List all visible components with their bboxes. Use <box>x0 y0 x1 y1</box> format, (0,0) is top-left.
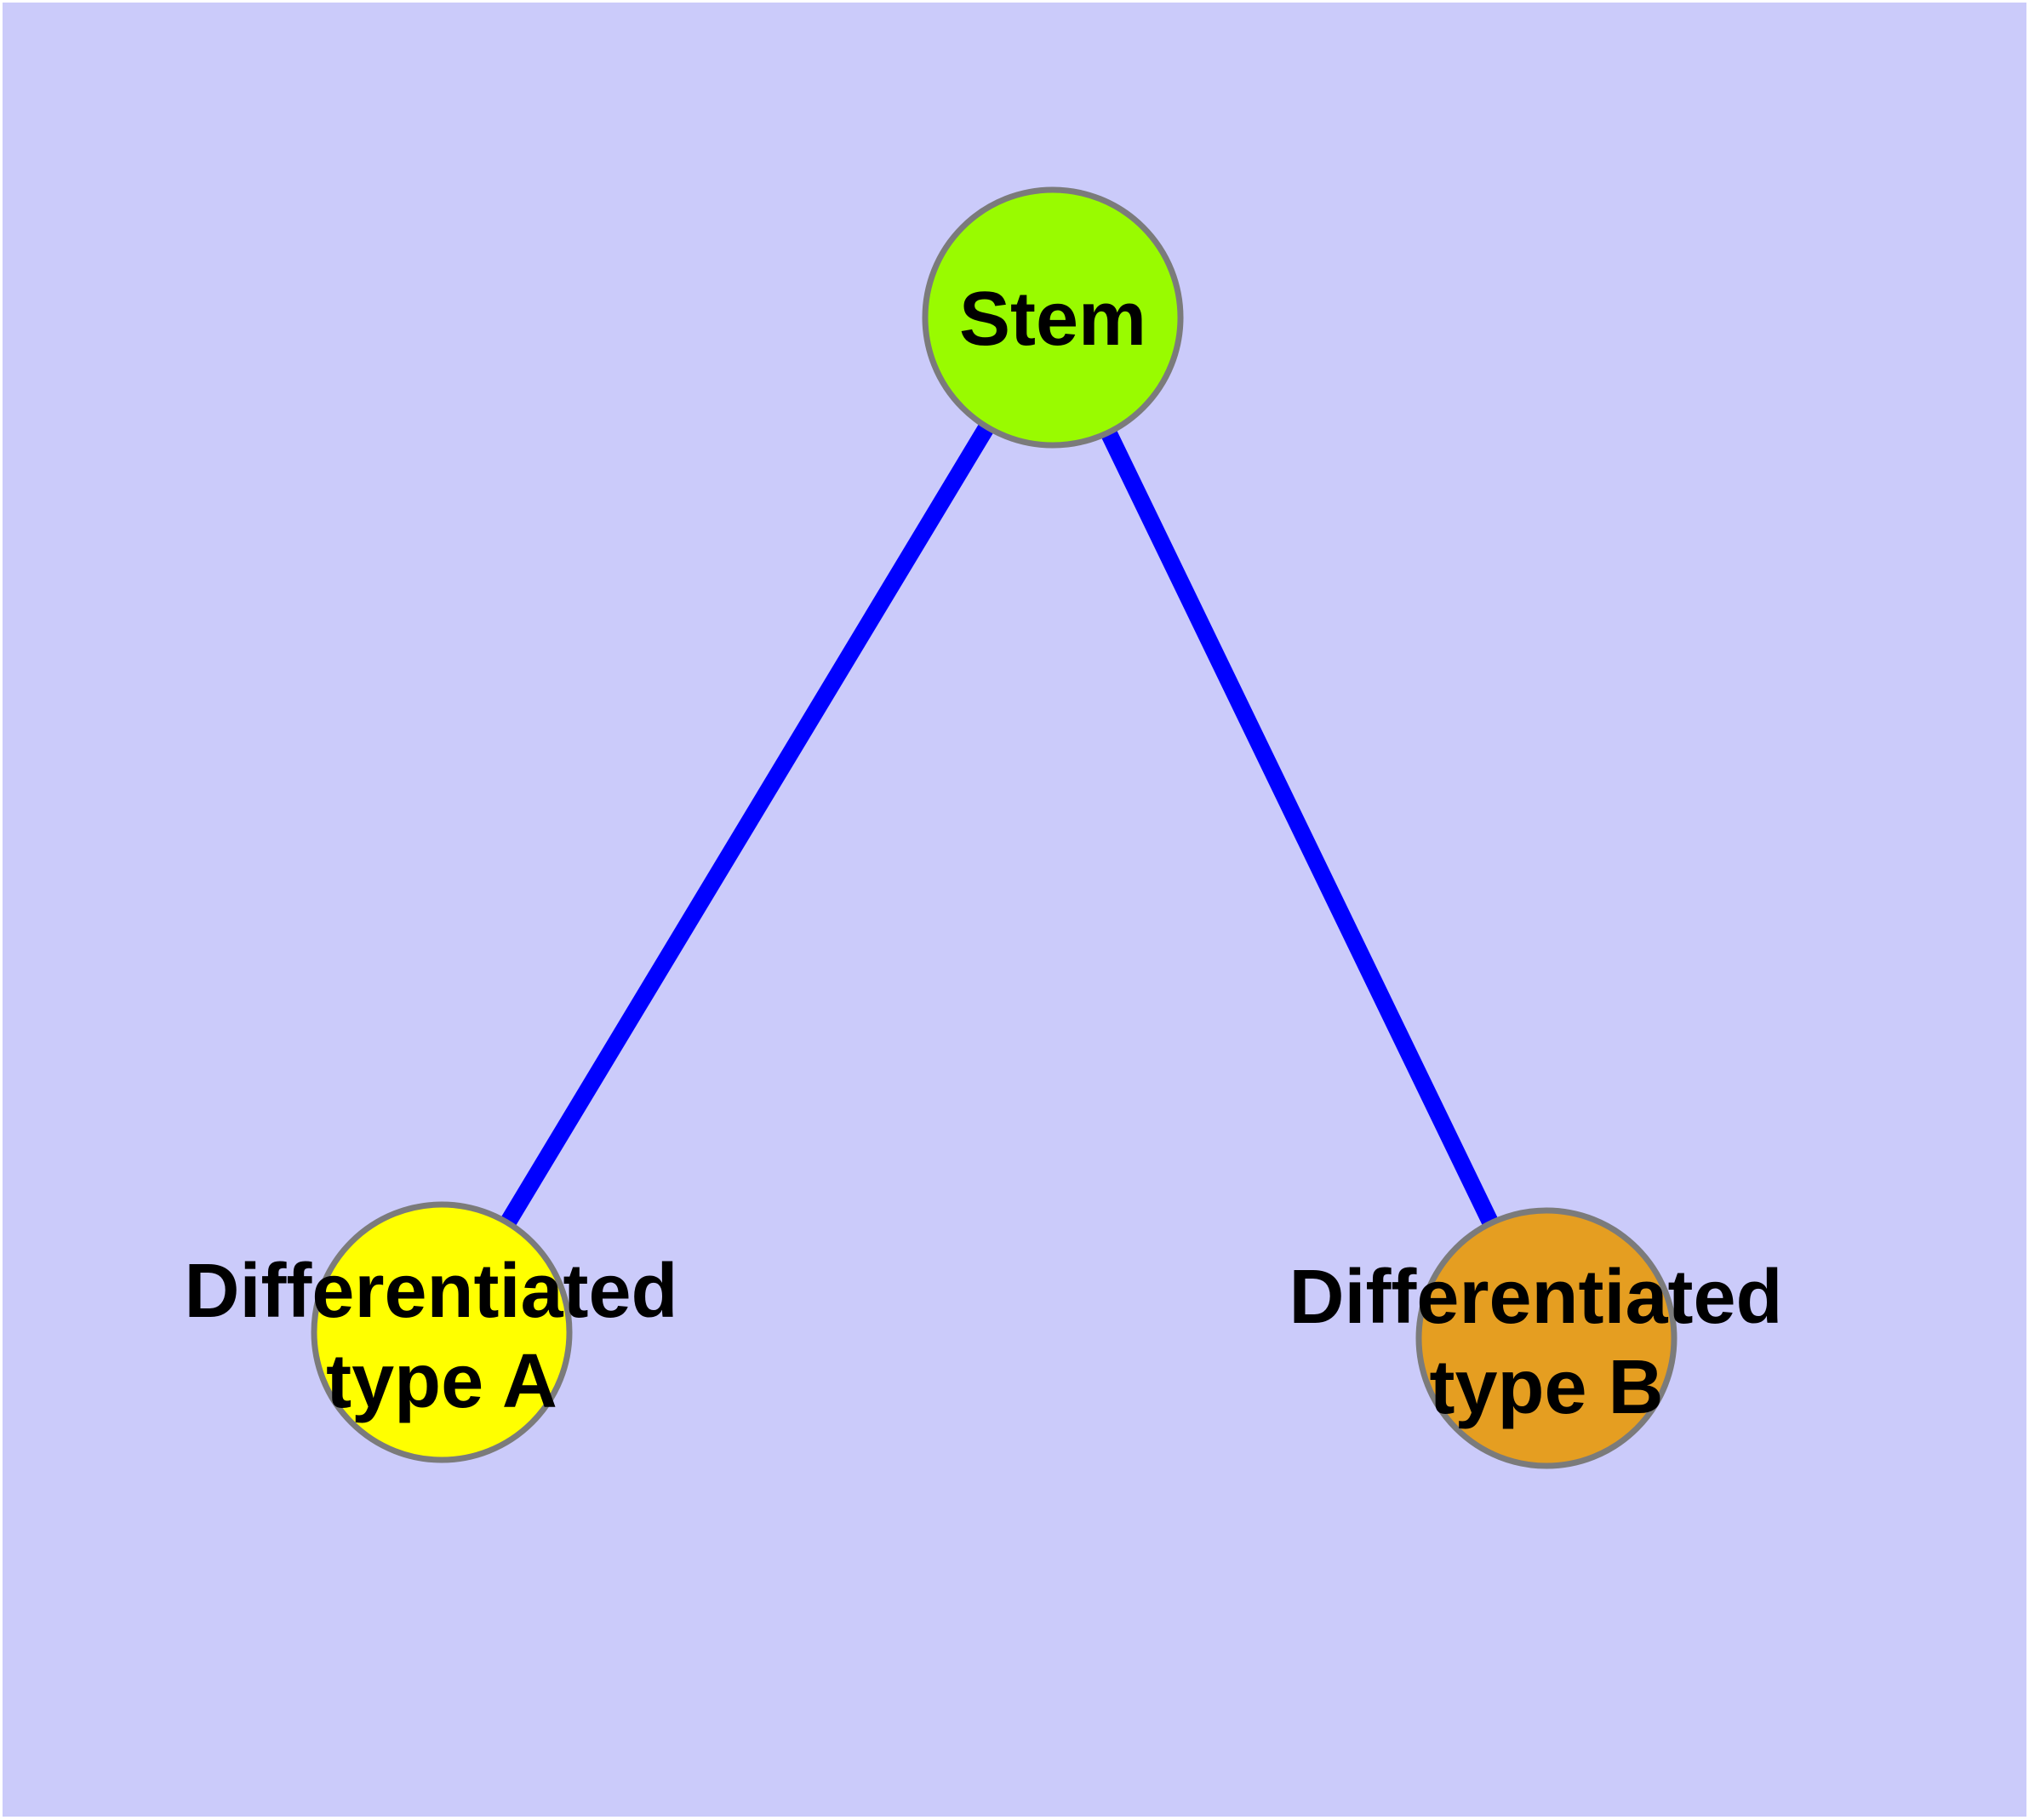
node-type-b-circle[interactable] <box>1415 1207 1677 1469</box>
node-type-a-circle[interactable] <box>311 1201 573 1463</box>
edges <box>434 312 1555 1342</box>
node-type-a-label-line2: type A <box>326 1339 557 1424</box>
edge-stem-to-type-a <box>434 312 1060 1337</box>
node-type-a-label: Differentiated type A <box>184 1249 699 1424</box>
edge-stem-to-type-b <box>1044 313 1555 1342</box>
node-stem: Stem <box>922 186 1184 449</box>
node-stem-label: Stem <box>959 277 1146 362</box>
node-type-a: Differentiated type A <box>184 1201 699 1463</box>
node-type-b-label: Differentiated type B <box>1289 1255 1803 1430</box>
node-stem-circle[interactable] <box>922 186 1184 449</box>
node-type-b: Differentiated type B <box>1289 1207 1803 1469</box>
node-type-b-label-line1: Differentiated <box>1289 1255 1782 1340</box>
node-type-b-label-line2: type B <box>1429 1345 1663 1430</box>
node-type-a-label-line1: Differentiated <box>184 1249 677 1334</box>
